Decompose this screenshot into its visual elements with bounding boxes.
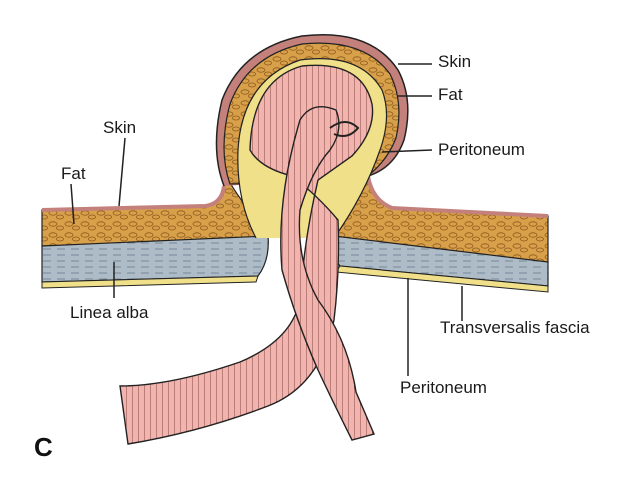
label-peritoneum-sac: Peritoneum xyxy=(438,140,525,159)
skin-line-right xyxy=(368,176,548,216)
label-fat-right: Fat xyxy=(438,85,463,104)
label-peritoneum-lower: Peritoneum xyxy=(400,378,487,397)
label-transversalis-fascia: Transversalis fascia xyxy=(440,318,590,337)
panel-letter: C xyxy=(34,432,53,462)
label-linea-alba: Linea alba xyxy=(70,303,149,322)
leader-skin-left xyxy=(119,138,125,206)
label-fat-left: Fat xyxy=(61,164,86,183)
label-skin-right: Skin xyxy=(438,52,471,71)
label-skin-left: Skin xyxy=(103,118,136,137)
skin-line-left xyxy=(42,186,224,210)
